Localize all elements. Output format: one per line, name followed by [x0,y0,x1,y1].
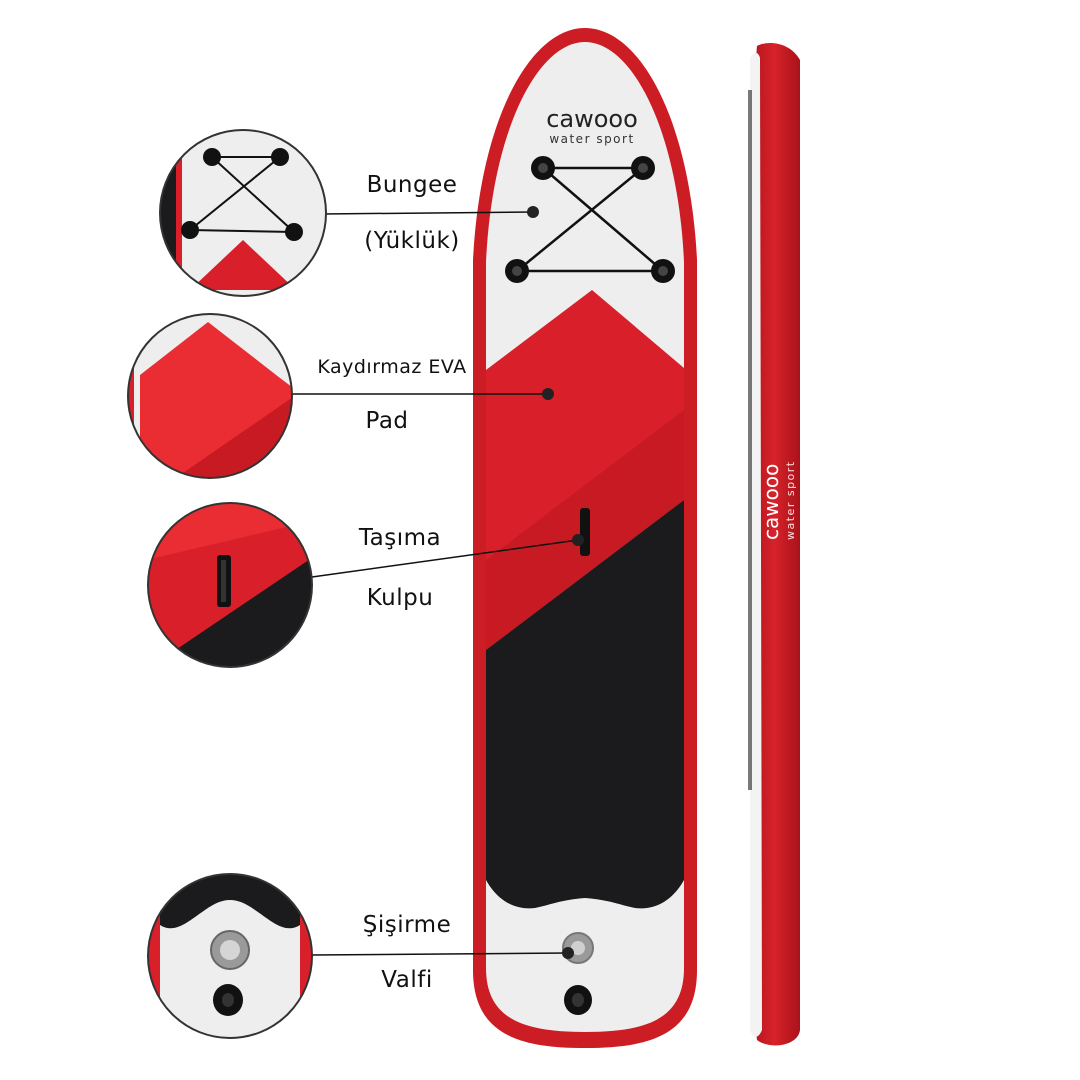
side-tagline: water sport [784,460,797,540]
eva-pad-label-line1: Kaydırmaz EVA [317,356,467,378]
bungee-label-line2: (Yüklük) [364,228,460,254]
zoom-eva-pad-icon [127,313,293,479]
board-logo: cawooo [546,105,638,133]
bungee-system [505,156,675,283]
valve-label-line2: Valfi [381,967,433,993]
eva-pad-black [486,500,684,909]
zoom-bungee-icon [159,129,327,297]
side-logo: cawooo [759,464,783,540]
handle-label-line1: Taşıma [358,525,442,551]
zoom-valve-icon [147,873,313,1039]
sup-board-side-view: cawooo water sport [748,42,800,1046]
eva-pad-label-line2: Pad [365,408,409,434]
callout-lines [292,206,584,959]
zoom-carry-handle-icon [147,502,313,668]
sup-board-top-view: cawooo water sport [473,28,697,1048]
board-tagline: water sport [549,132,634,146]
bungee-label-line1: Bungee [366,172,458,198]
handle-label-line2: Kulpu [366,585,434,611]
carry-handle [580,508,590,556]
valve-label-line1: Şişirme [362,912,452,938]
